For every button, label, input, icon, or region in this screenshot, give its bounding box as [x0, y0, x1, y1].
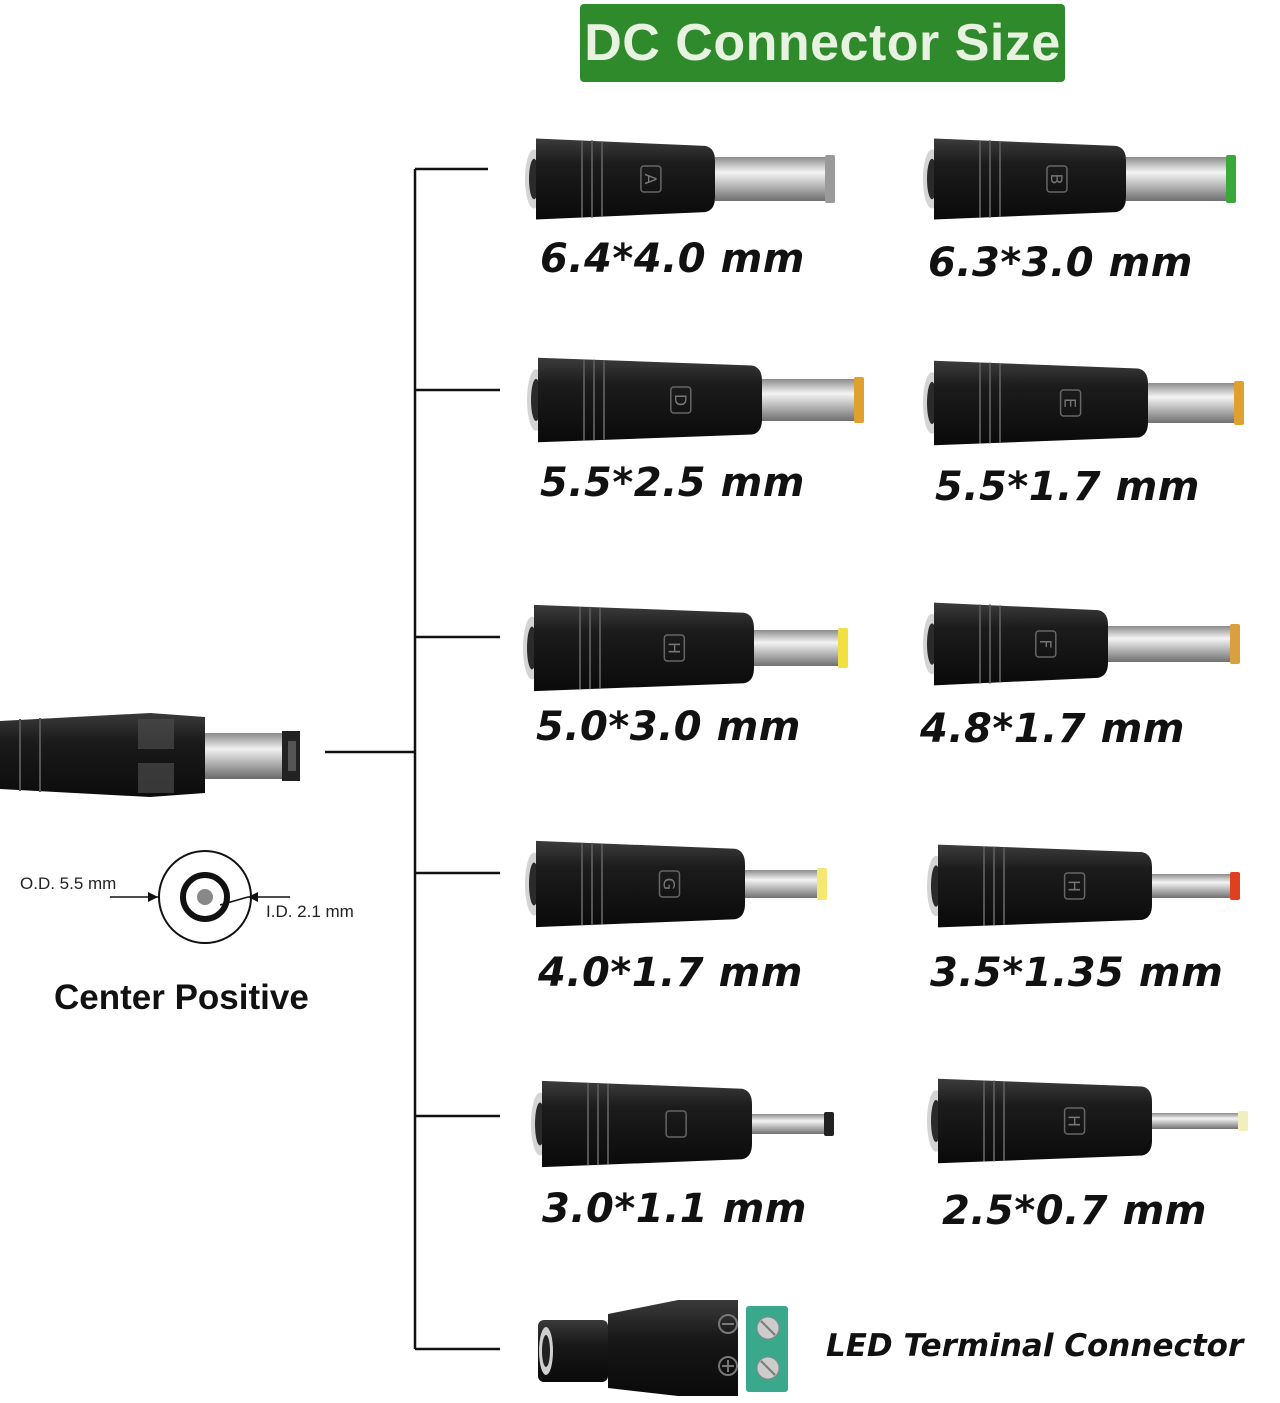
svg-text:A: A — [641, 174, 660, 185]
connector-tip-b: B — [923, 138, 1236, 220]
inner-diameter-label: I.D. 2.1 mm — [266, 902, 354, 921]
size-label-h3: 2.5*0.7 mm — [942, 1188, 1207, 1234]
size-label-a: 6.4*4.0 mm — [540, 236, 805, 282]
svg-text:E: E — [1061, 398, 1080, 408]
svg-text:H: H — [1065, 880, 1084, 892]
outer-diameter-label: O.D. 5.5 mm — [20, 874, 117, 893]
polarity-diagram — [110, 850, 290, 944]
connector-tip-a: A — [525, 138, 835, 220]
connector-tip-h3: H — [927, 1078, 1248, 1164]
main-plug — [0, 713, 300, 797]
led-terminal-connector — [538, 1300, 788, 1396]
connector-tip-g: G — [525, 840, 827, 928]
size-label-h1: 5.0*3.0 mm — [536, 704, 801, 750]
size-label-g: 4.0*1.7 mm — [538, 950, 803, 996]
center-positive-label: Center Positive — [54, 978, 309, 1017]
size-label-f: 4.8*1.7 mm — [920, 706, 1185, 752]
connector-tip-h2: H — [927, 844, 1240, 928]
svg-text:H: H — [664, 642, 683, 654]
connector-tip-i — [531, 1080, 834, 1168]
connector-tip-d: D — [527, 357, 864, 443]
svg-text:D: D — [671, 394, 690, 406]
size-label-e: 5.5*1.7 mm — [935, 464, 1200, 510]
svg-text:F: F — [1036, 639, 1055, 648]
size-label-h2: 3.5*1.35 mm — [930, 950, 1224, 996]
led-terminal-label: LED Terminal Connector — [826, 1328, 1244, 1364]
title-banner: DC Connector Size — [580, 4, 1065, 82]
connector-tip-e: E — [923, 360, 1244, 446]
svg-text:B: B — [1047, 174, 1066, 185]
svg-text:H: H — [1065, 1115, 1084, 1127]
connector-tip-h1: H — [523, 604, 848, 692]
size-label-d: 5.5*2.5 mm — [540, 460, 805, 506]
page-title: DC Connector Size — [584, 14, 1061, 72]
size-label-i: 3.0*1.1 mm — [542, 1186, 807, 1232]
size-label-b: 6.3*3.0 mm — [928, 240, 1193, 286]
connector-tip-f: F — [923, 602, 1240, 686]
svg-text:G: G — [660, 878, 679, 890]
